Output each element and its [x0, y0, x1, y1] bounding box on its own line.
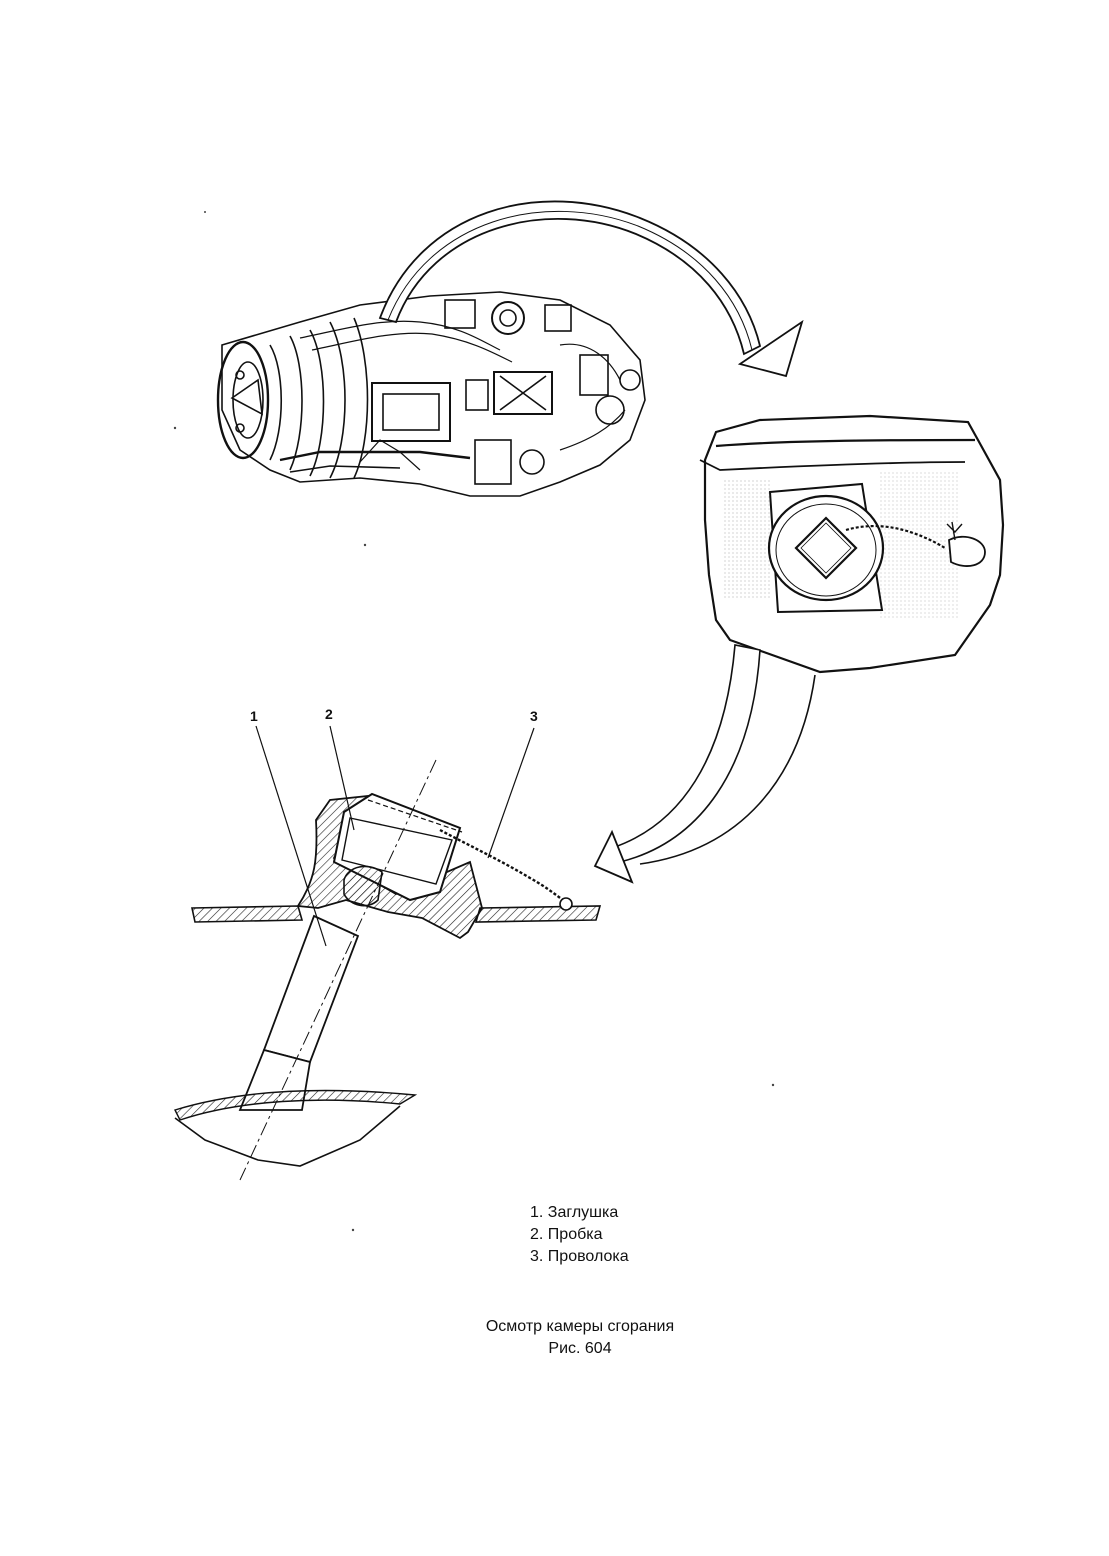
legend-item: 3. Проволока: [530, 1248, 629, 1265]
callout-2: 2: [325, 706, 333, 722]
caption-title: Осмотр камеры сгорания: [485, 1318, 675, 1335]
scan-specks: [173, 211, 775, 1232]
legend-item: 2. Пробка: [530, 1226, 603, 1243]
engine-drawing: [216, 291, 646, 497]
plug-detail-view: [699, 414, 1005, 674]
leader-lines: [255, 725, 535, 947]
figure-caption: Осмотр камеры сгорания Рис. 604: [0, 1316, 1109, 1360]
caption-figure-number: Рис. 604: [548, 1340, 612, 1357]
legend-item: 1. Заглушка: [530, 1204, 619, 1221]
callout-1: 1: [250, 708, 258, 724]
arrow-engine-to-detail: [378, 200, 804, 378]
section-view: [174, 759, 602, 1181]
callout-3: 3: [530, 708, 538, 724]
arrow-detail-to-section: [593, 644, 816, 884]
parts-legend: 1. Заглушка 2. Пробка 3. Проволока: [530, 1202, 629, 1268]
